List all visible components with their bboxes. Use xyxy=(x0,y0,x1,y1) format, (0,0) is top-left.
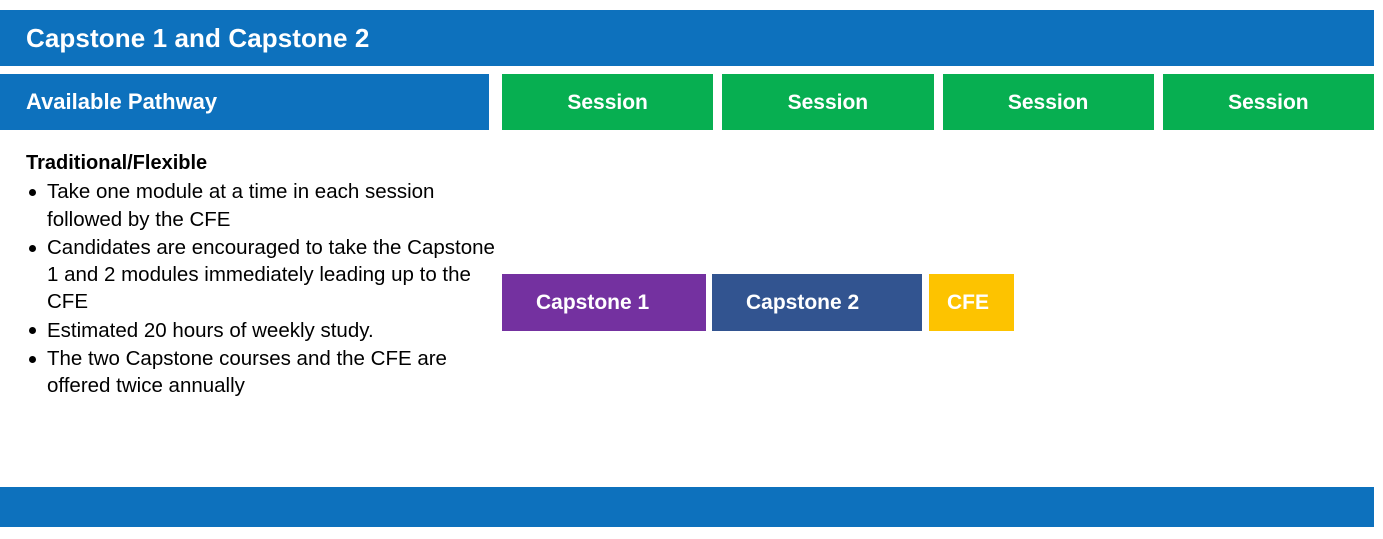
slide-title-bar: Capstone 1 and Capstone 2 xyxy=(0,10,1374,66)
session-column-2: Session xyxy=(722,74,934,130)
list-item-text: Candidates are encouraged to take the Ca… xyxy=(47,235,495,314)
session-column-3: Session xyxy=(942,74,1154,130)
module-label: CFE xyxy=(947,291,989,314)
bullet-dot-icon xyxy=(29,355,36,363)
page-title: Capstone 1 and Capstone 2 xyxy=(26,23,370,53)
list-item: Candidates are encouraged to take the Ca… xyxy=(26,234,496,316)
module-label: Capstone 1 xyxy=(536,291,650,314)
pathway-bullet-list: Take one module at a time in each sessio… xyxy=(26,178,496,399)
module-box-capstone-1: Capstone 1 xyxy=(502,274,706,331)
slide-footer-bar xyxy=(0,487,1374,527)
module-box-capstone-2: Capstone 2 xyxy=(712,274,922,331)
bullet-dot-icon xyxy=(29,327,36,335)
module-box-cfe: CFE xyxy=(929,274,1014,331)
available-pathway-header: Available Pathway xyxy=(0,74,489,130)
session-column-1: Session xyxy=(502,74,714,130)
list-item-text: Estimated 20 hours of weekly study. xyxy=(47,318,374,342)
session-column-4: Session xyxy=(1162,74,1374,130)
session-label: Session xyxy=(1228,90,1309,114)
list-item: Take one module at a time in each sessio… xyxy=(26,178,496,233)
available-pathway-label: Available Pathway xyxy=(26,89,218,114)
list-item-text: Take one module at a time in each sessio… xyxy=(47,180,435,231)
session-header-row: Session Session Session Session xyxy=(502,74,1374,130)
pathway-type-heading: Traditional/Flexible xyxy=(26,152,208,174)
list-item-text: The two Capstone courses and the CFE are… xyxy=(47,346,447,398)
session-label: Session xyxy=(1007,90,1089,114)
list-item: The two Capstone courses and the CFE are… xyxy=(26,345,496,400)
pathway-description: Traditional/Flexible Take one module at … xyxy=(26,150,496,400)
module-label: Capstone 2 xyxy=(746,291,860,314)
bullet-dot-icon xyxy=(29,189,36,197)
session-label: Session xyxy=(567,90,648,114)
list-item: Estimated 20 hours of weekly study. xyxy=(26,317,496,344)
session-label: Session xyxy=(787,90,869,114)
bullet-dot-icon xyxy=(29,244,36,252)
